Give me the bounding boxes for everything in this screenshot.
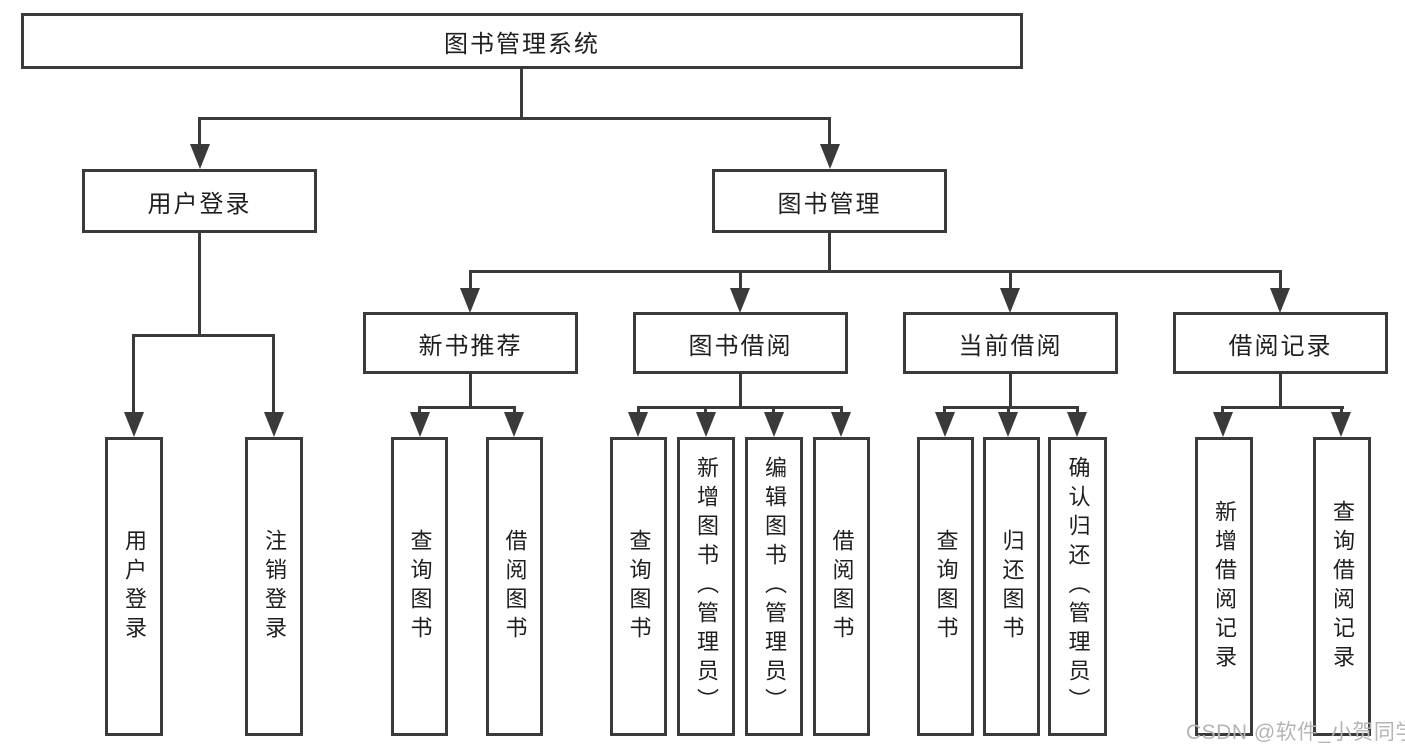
- connector-line: [1221, 406, 1224, 415]
- connector-line: [1007, 406, 1010, 415]
- leaf-user-login: 用户登录: [105, 437, 163, 736]
- connector-line: [1009, 373, 1012, 409]
- connector-line: [198, 117, 831, 120]
- connector-line: [1221, 406, 1344, 409]
- connector-line: [469, 270, 1282, 273]
- csdn-watermark: CSDN @软件_小贺同学: [1186, 721, 1405, 744]
- leaf-query-books-current: 查询图书: [917, 437, 974, 736]
- connector-line: [828, 233, 831, 273]
- connector-line: [704, 406, 707, 415]
- arrow-down: [124, 412, 144, 437]
- connector-line: [418, 406, 421, 415]
- connector-line: [1279, 373, 1282, 409]
- connector-line: [1279, 270, 1282, 290]
- connector-line: [772, 406, 775, 415]
- connector-line: [132, 334, 275, 337]
- arrow-down: [190, 144, 210, 169]
- arrow-down: [628, 412, 648, 437]
- leaf-return-books: 归还图书: [983, 437, 1040, 736]
- leaf-logout: 注销登录: [245, 437, 303, 736]
- leaf-borrow-books-borrowing: 借阅图书: [813, 437, 870, 736]
- arrow-down: [1270, 288, 1290, 313]
- leaf-edit-book-admin: 编辑图书（管理员）: [745, 437, 803, 736]
- arrow-down: [696, 412, 716, 437]
- leaf-add-borrow-record: 新增借阅记录: [1195, 437, 1253, 736]
- connector-line: [520, 69, 523, 118]
- arrow-down: [831, 412, 851, 437]
- arrow-down: [935, 412, 955, 437]
- connector-line: [469, 270, 472, 290]
- arrow-down: [764, 412, 784, 437]
- node-library-system: 图书管理系统: [21, 13, 1023, 69]
- connector-line: [739, 373, 742, 409]
- connector-line: [198, 233, 201, 337]
- connector-line: [739, 270, 742, 290]
- node-book-management: 图书管理: [712, 169, 947, 233]
- leaf-add-book-admin: 新增图书（管理员）: [677, 437, 735, 736]
- node-book-borrowing: 图书借阅: [633, 312, 848, 374]
- leaf-query-books-borrowing: 查询图书: [610, 437, 667, 736]
- leaf-query-books-recommend: 查询图书: [391, 437, 448, 736]
- node-new-book-recommend: 新书推荐: [363, 312, 578, 374]
- leaf-confirm-return-admin: 确认归还（管理员）: [1048, 437, 1107, 736]
- connector-line: [469, 373, 472, 409]
- arrow-down: [1000, 288, 1020, 313]
- leaf-query-borrow-record: 查询借阅记录: [1313, 437, 1371, 736]
- arrow-down: [1331, 412, 1351, 437]
- connector-line: [272, 334, 275, 414]
- arrow-down: [730, 288, 750, 313]
- connector-line: [943, 406, 946, 415]
- connector-line: [637, 406, 640, 415]
- connector-line: [943, 406, 1079, 409]
- connector-line: [828, 117, 831, 146]
- connector-line: [1340, 406, 1343, 415]
- connector-line: [513, 406, 516, 415]
- connector-line: [418, 406, 516, 409]
- connector-line: [637, 406, 843, 409]
- connector-line: [132, 334, 135, 414]
- connector-line: [198, 117, 201, 146]
- arrow-down: [460, 288, 480, 313]
- connector-line: [1076, 406, 1079, 415]
- connector-line: [840, 406, 843, 415]
- node-user-login: 用户登录: [82, 169, 317, 233]
- arrow-down: [1213, 412, 1233, 437]
- arrow-down: [504, 412, 524, 437]
- arrow-down: [998, 412, 1018, 437]
- connector-line: [1009, 270, 1012, 290]
- arrow-down: [820, 144, 840, 169]
- leaf-borrow-books-recommend: 借阅图书: [486, 437, 543, 736]
- arrow-down: [264, 412, 284, 437]
- node-current-borrowing: 当前借阅: [903, 312, 1118, 374]
- arrow-down: [410, 412, 430, 437]
- arrow-down: [1067, 412, 1087, 437]
- node-borrowing-records: 借阅记录: [1173, 312, 1388, 374]
